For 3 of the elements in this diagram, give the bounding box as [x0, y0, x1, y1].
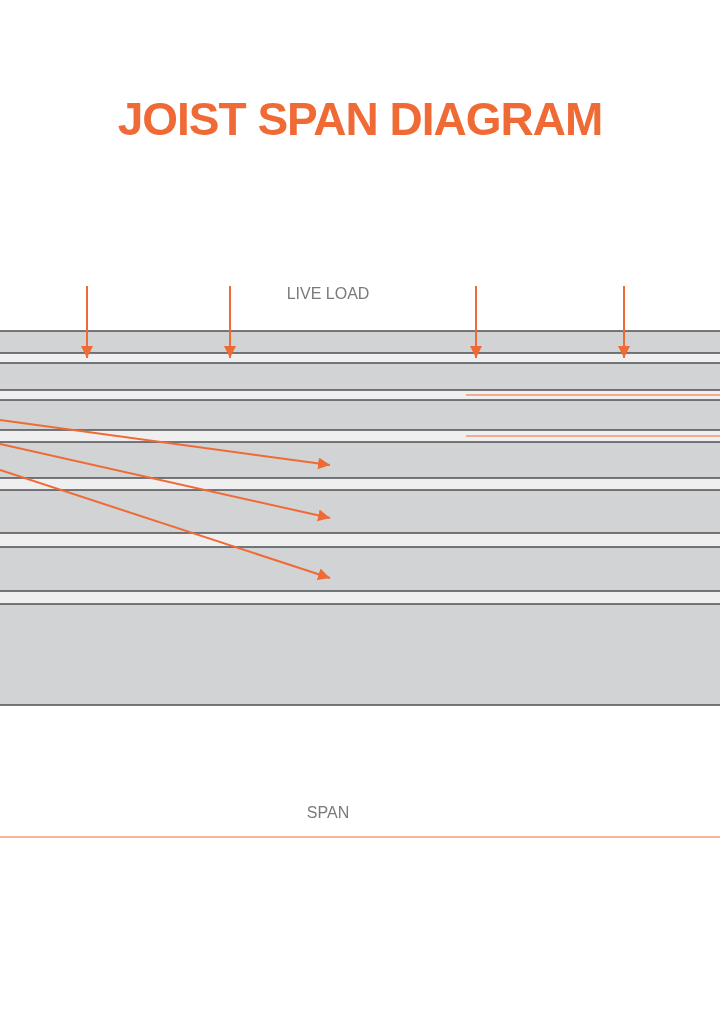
diagram-title: JOIST SPAN DIAGRAM: [116, 92, 604, 146]
load-label: LIVE LOAD: [286, 285, 370, 303]
span-label: SPAN: [306, 804, 350, 822]
